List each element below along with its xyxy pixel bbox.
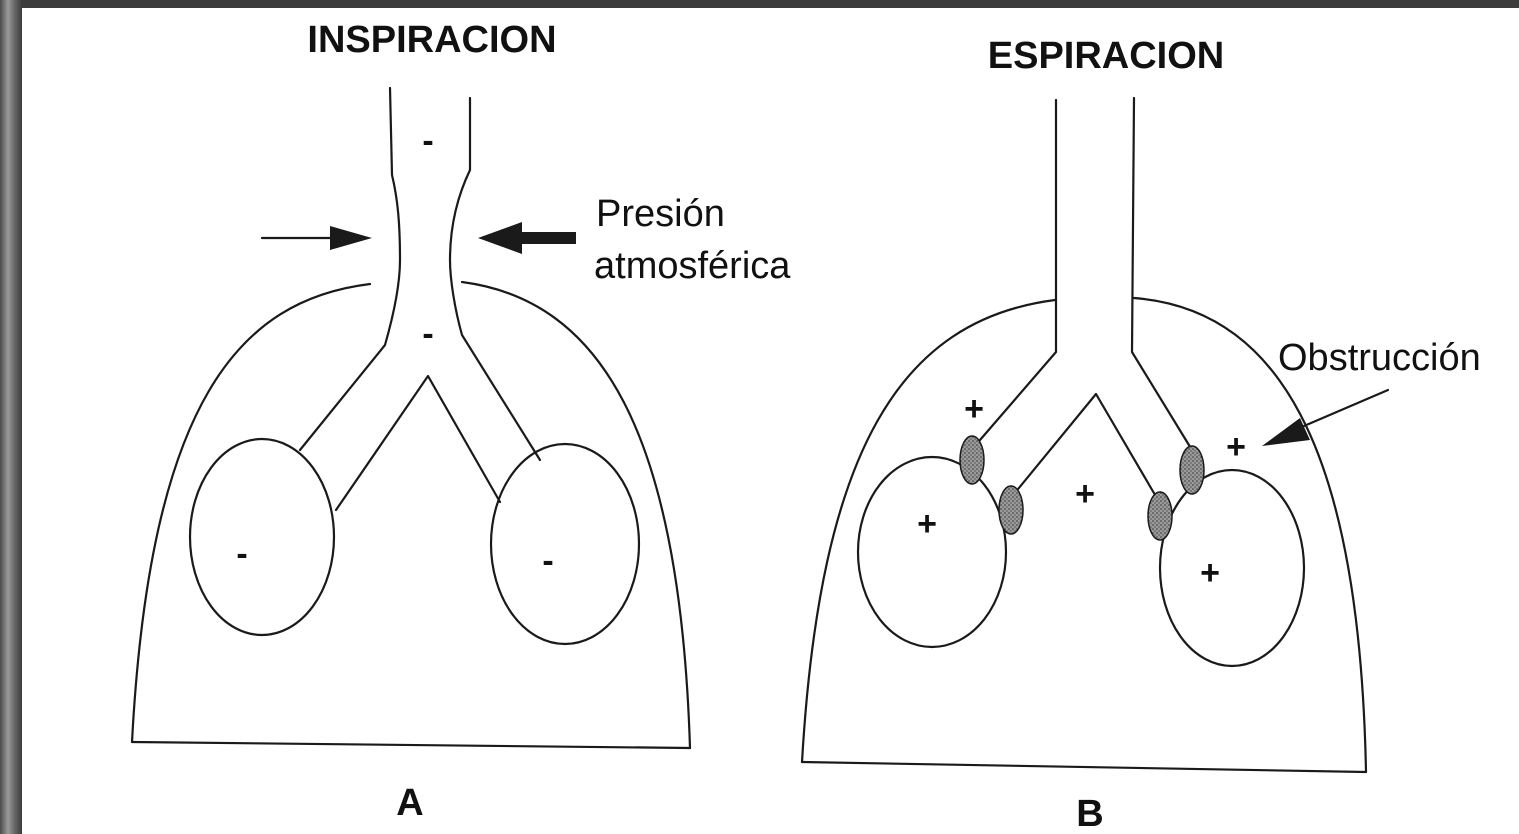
panel-b-right-upper-sign: + [1226,428,1246,466]
panel-a: INSPIRACION Presión atmosférica - - - - … [132,19,791,824]
panel-a-carina [336,376,500,510]
obstruction-left-lower [999,486,1023,534]
panel-a-right-alveolus-sign: - [542,542,553,580]
panel-b-letter: B [1076,793,1103,834]
panel-a-letter: A [396,782,423,824]
panel-b-right-alveolus [1160,470,1304,666]
panel-a-title: INSPIRACION [307,19,556,61]
obstruction-arrow-shaft [1290,390,1388,432]
obstruction-right-upper [1180,446,1204,494]
panel-a-left-alveolus [190,439,334,635]
panel-a-right-arrow-shaft [520,232,576,244]
panel-a-chest-outline-right [462,282,690,748]
obstruction-right-lower [1148,492,1172,540]
obstruction-left-upper [960,436,984,484]
pressure-label-line1: Presión [596,193,725,235]
panel-a-chest-base [132,742,690,748]
panel-b-left-upper-sign: + [964,390,984,428]
panel-b-left-alveolus [858,457,1006,647]
panel-a-trachea-right-wall [450,98,540,460]
panel-b-right-alveolus-sign: + [1200,554,1220,592]
panel-a-left-alveolus-sign: - [236,535,247,573]
obstruction-arrow-head [1262,418,1310,446]
panel-a-trachea-sign: - [422,122,433,160]
panel-b-center-sign: + [1075,475,1095,513]
panel-a-chest-outline [132,284,370,742]
panel-a-right-alveolus [491,444,639,644]
obstruction-label: Obstrucción [1278,337,1481,379]
panel-a-carina-sign: - [422,315,433,353]
panel-a-trachea-left-wall [300,88,400,450]
panel-b-trachea-left-wall [980,100,1056,440]
panel-b-left-alveolus-sign: + [917,505,937,543]
panel-b: ESPIRACION Obstrucción + + + + + B [802,35,1481,834]
panel-b-chest-base [802,762,1366,772]
panel-b-title: ESPIRACION [988,35,1224,77]
panel-a-left-arrow-head [330,226,372,250]
panel-b-trachea-right-wall [1132,98,1192,450]
pressure-label-line2: atmosférica [594,245,791,287]
panel-a-right-arrow-head [478,222,522,254]
